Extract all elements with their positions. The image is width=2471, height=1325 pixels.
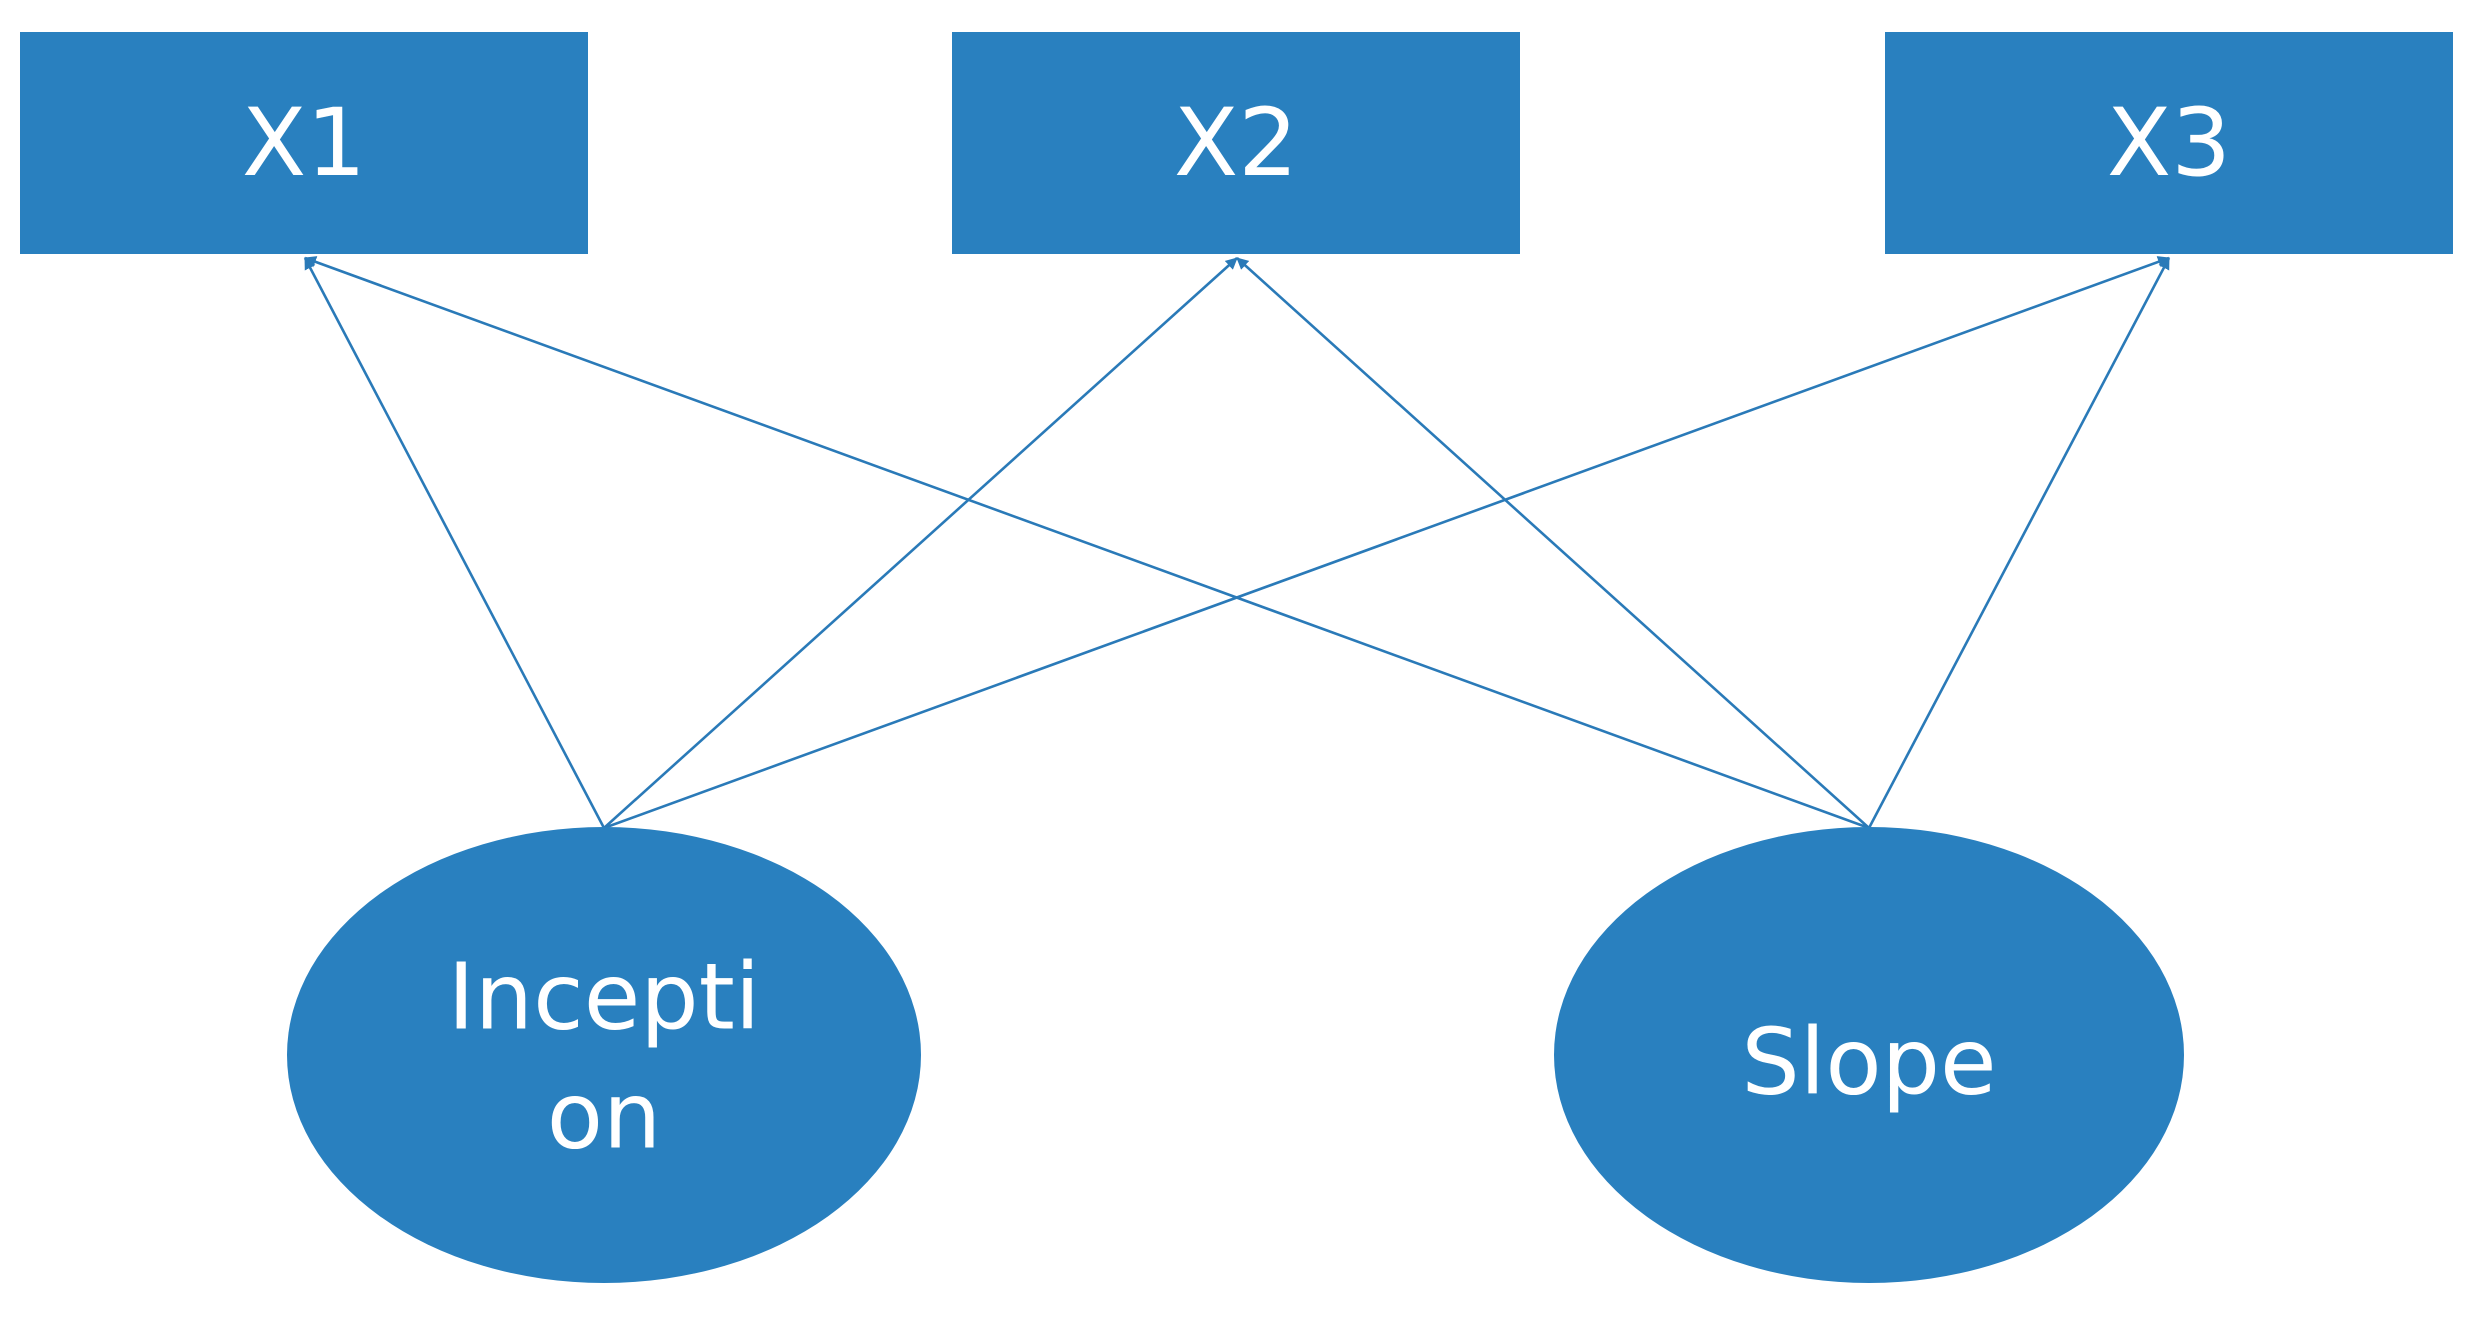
factor-node-slope: Slope: [1554, 827, 2184, 1283]
indicator-box-x3: [1885, 32, 2453, 254]
indicator-label-x2: X2: [1174, 89, 1298, 198]
factor-label-slope: Slope: [1741, 1008, 1996, 1115]
factor-label-inception-line1: Incepti: [448, 943, 761, 1050]
edge-slope-to-x2: [1236, 257, 1870, 829]
factor-node-inception: Incepti on: [287, 827, 921, 1283]
factor-ellipse-slope: [1554, 827, 2184, 1283]
indicator-node-x2: X2: [952, 32, 1520, 254]
indicator-label-x1: X1: [242, 89, 366, 198]
edge-inception-to-x3: [603, 256, 2170, 830]
edge-slope-to-x1: [304, 256, 1870, 830]
factor-ellipse-inception: [287, 827, 921, 1283]
edge-inception-to-x2: [603, 257, 1238, 829]
indicator-box-x2: [952, 32, 1520, 254]
edges: [303, 256, 2171, 830]
edge-inception-to-x1: [303, 257, 606, 829]
edge-slope-to-x3: [1867, 257, 2171, 829]
indicator-node-x3: X3: [1885, 32, 2453, 254]
factor-label-inception-line2: on: [547, 1062, 662, 1169]
indicator-box-x1: [20, 32, 588, 254]
indicator-node-x1: X1: [20, 32, 588, 254]
indicator-label-x3: X3: [2107, 89, 2231, 198]
